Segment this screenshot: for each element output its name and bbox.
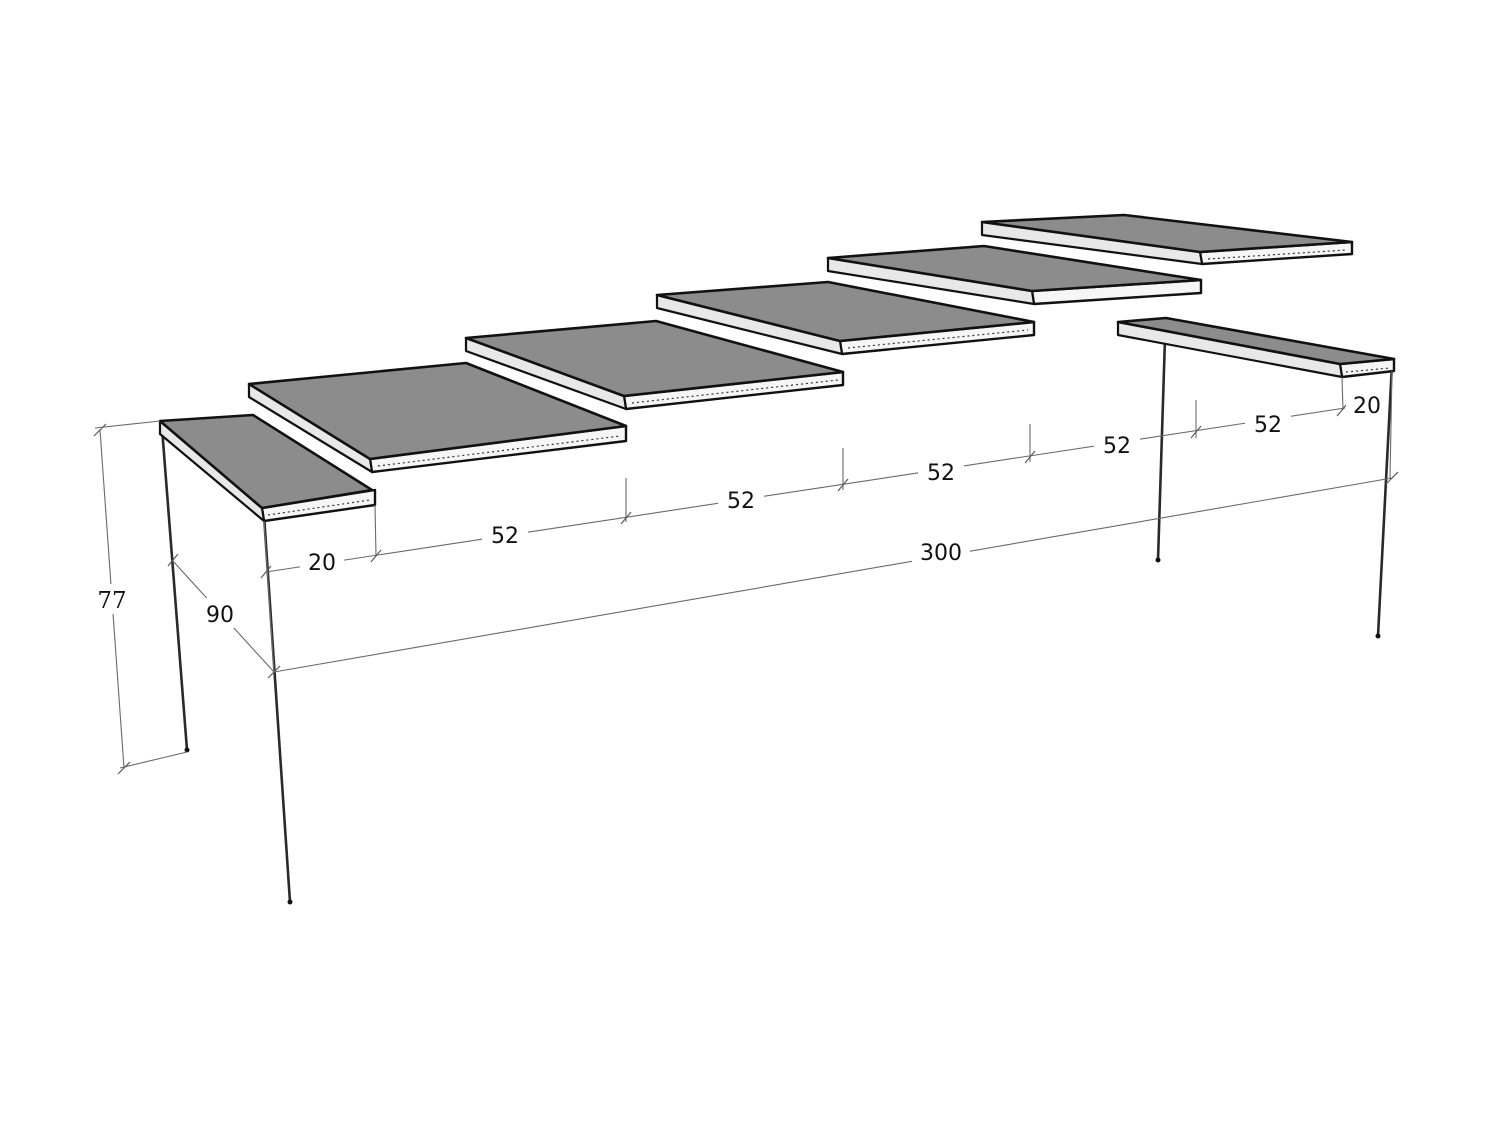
leg-foot [1375, 633, 1381, 639]
extension-leaf-4 [826, 244, 1203, 306]
end-leaf-left-label: 20 [308, 551, 336, 576]
leg-foot [287, 899, 293, 905]
leaf-3-label: 52 [927, 461, 955, 486]
dimension-lines [93, 370, 1399, 775]
end-leaf-right-label: 20 [1353, 394, 1381, 419]
leg-front-right [1376, 362, 1394, 638]
leg-back-right [1156, 336, 1167, 562]
extension-leaf-2 [464, 319, 845, 411]
leg-foot [1155, 557, 1161, 563]
extension-leaf-5 [980, 213, 1354, 266]
leaf-2-label: 52 [727, 489, 755, 514]
leaf-1-label: 52 [491, 524, 519, 549]
end-leaf-left [158, 413, 377, 523]
depth-label: 90 [206, 603, 234, 628]
total-length-label: 300 [920, 541, 962, 566]
leaf-4-label: 52 [1103, 434, 1131, 459]
end-leaf-right [1116, 316, 1396, 379]
leg-back-left [160, 426, 189, 752]
height-label: 77 [97, 588, 126, 614]
extension-leaf-1 [247, 361, 628, 474]
leaf-5-label: 52 [1254, 413, 1282, 438]
dimension-labels: 77 90 20 52 52 52 52 52 20 300 [94, 392, 1386, 628]
extension-leaf-3 [655, 280, 1036, 356]
leg-foot [184, 747, 190, 753]
